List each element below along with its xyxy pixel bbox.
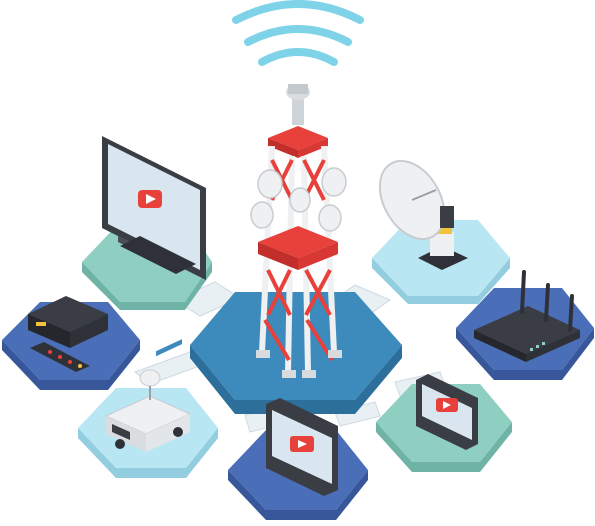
smartphone-icon [416,374,478,450]
play-icon [138,190,162,208]
remote-control-icon [30,342,90,372]
tablet-icon [266,398,338,496]
news-van-icon [104,339,192,452]
play-icon [290,436,314,452]
signal-waves-icon [232,0,364,66]
set-top-box-icon [28,296,108,348]
transmission-tower-icon [250,84,347,378]
center-platform [190,292,402,414]
satellite-dish-icon [378,160,468,270]
wifi-router-icon [474,270,580,362]
television-icon [102,136,206,280]
play-icon [436,398,458,412]
